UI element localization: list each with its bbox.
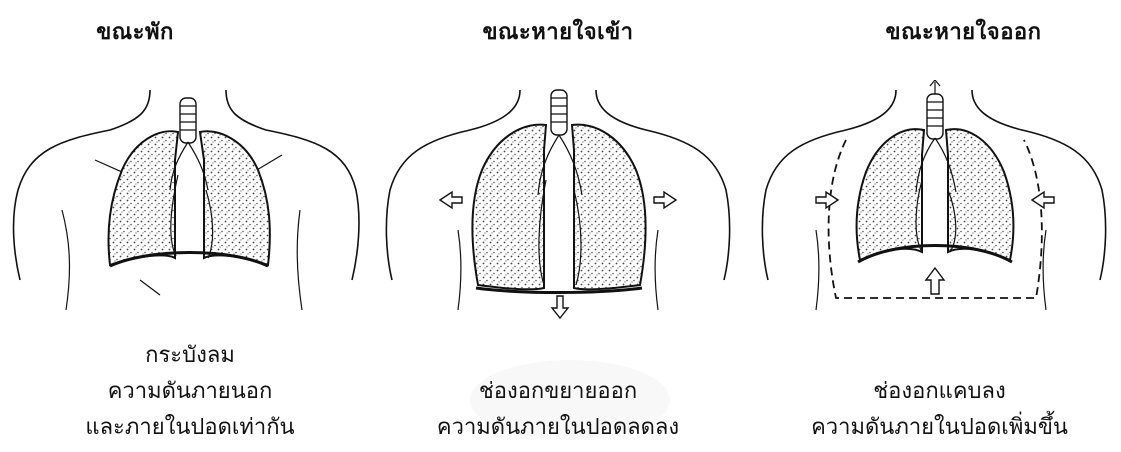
- caption-line: ความดันภายในปอดลดลง: [370, 410, 746, 446]
- caption-line: ช่องอกขยายออก: [370, 374, 746, 410]
- panel-rest: ขณะพัก กระบังลม ความดันภายนอก และภายในปอ…: [0, 0, 370, 452]
- panel-caption: ช่องอกแคบลง ความดันภายในปอดเพิ่มขึ้น: [752, 374, 1121, 446]
- caption-line: ช่องอกแคบลง: [752, 374, 1121, 410]
- caption-line: และภายในปอดเท่ากัน: [5, 410, 375, 446]
- panel-title: ขณะพัก: [0, 14, 320, 49]
- panel-caption: ช่องอกขยายออก ความดันภายในปอดลดลง: [370, 374, 746, 446]
- panel-inhale: ขณะหายใจเข้า ช่องอกขยายออก ความดันภายในป…: [370, 0, 746, 452]
- panel-caption: กระบังลม ความดันภายนอก และภายในปอดเท่ากั…: [5, 338, 375, 446]
- caption-line: ความดันภายในปอดเพิ่มขึ้น: [752, 410, 1121, 446]
- chest-inhale-illustration: [370, 80, 746, 340]
- panel-exhale: ขณะหายใจออก ช่องอกแคบลง ความดันภายในปอดเ…: [746, 0, 1121, 452]
- panel-title: ขณะหายใจเข้า: [370, 14, 746, 49]
- panel-title: ขณะหายใจออก: [776, 14, 1121, 49]
- chest-rest-illustration: [0, 80, 370, 340]
- chest-exhale-illustration: [746, 80, 1121, 340]
- caption-line: ความดันภายนอก: [5, 374, 375, 410]
- caption-line: กระบังลม: [5, 338, 375, 374]
